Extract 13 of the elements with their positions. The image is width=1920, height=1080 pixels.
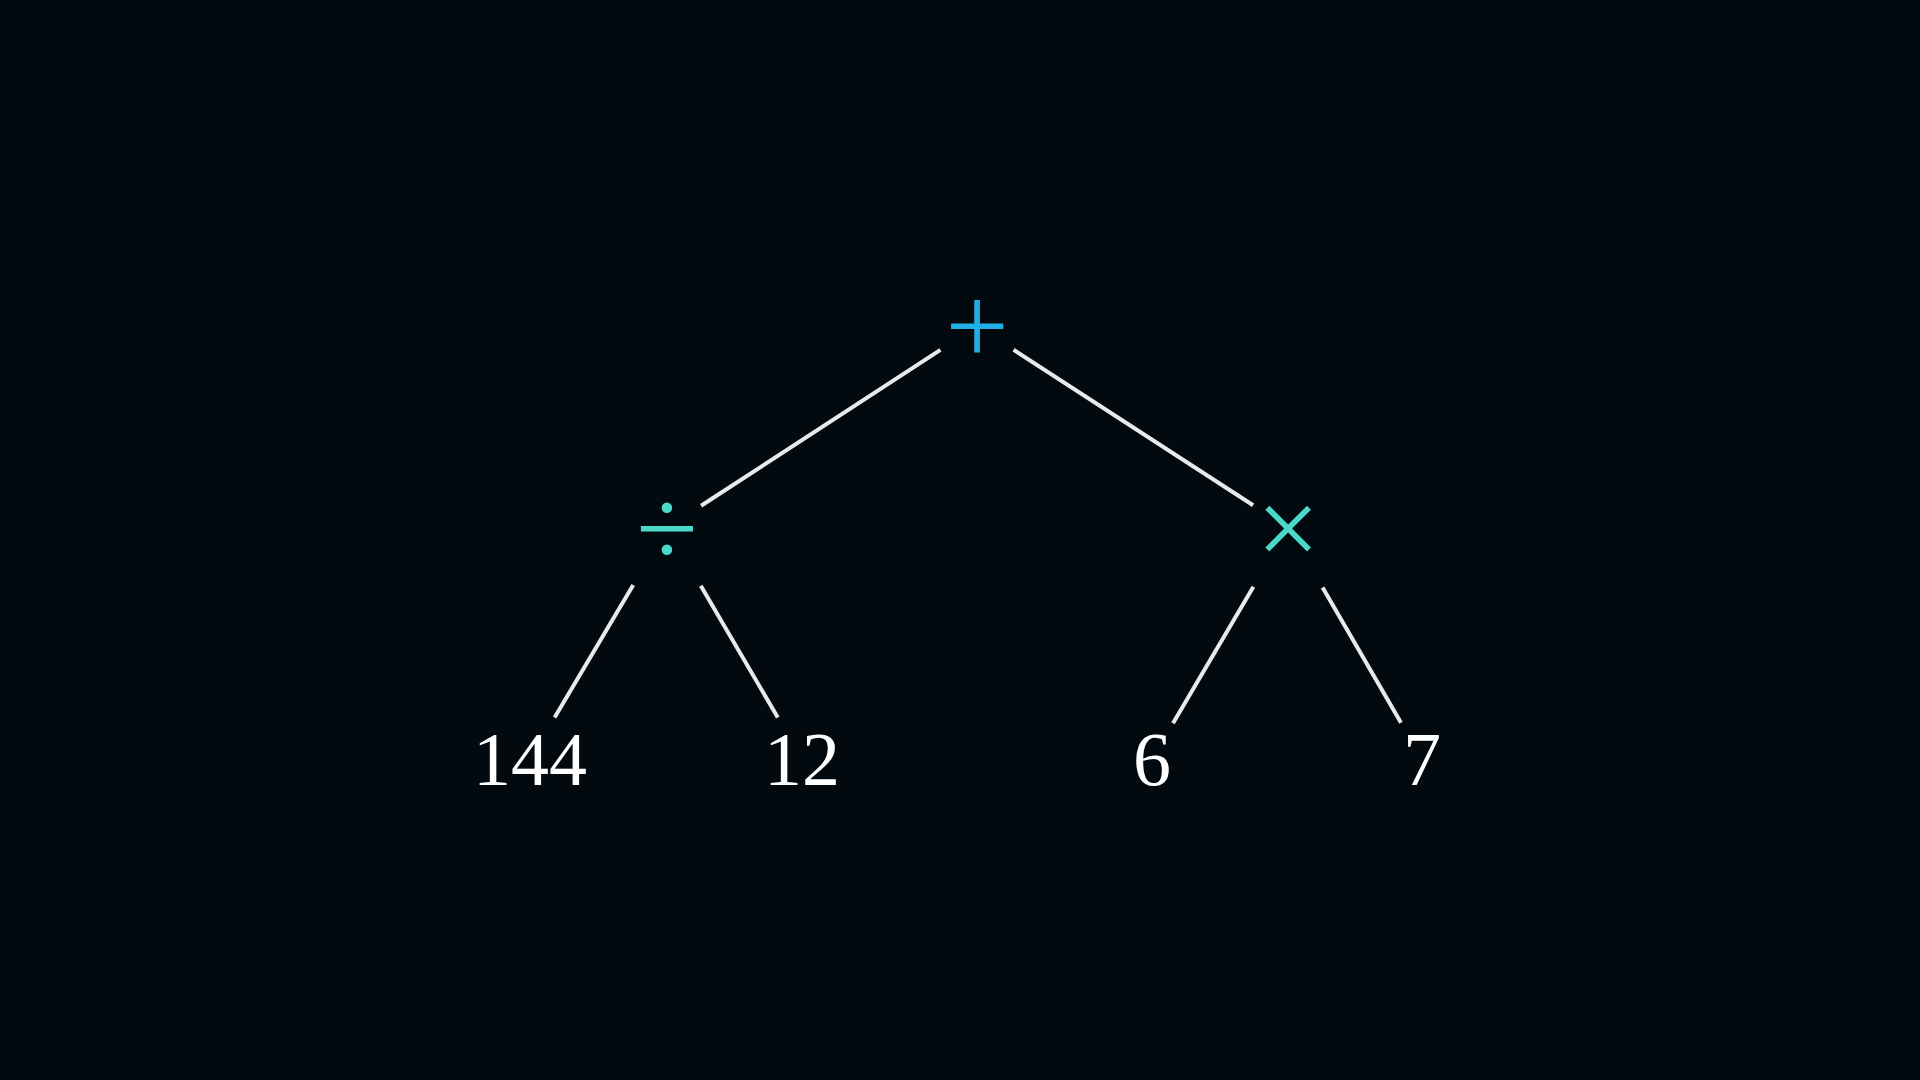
operator-symbol: ÷ xyxy=(636,472,698,584)
operator-symbol: + xyxy=(945,270,1009,382)
tree-branch-line xyxy=(1171,585,1256,725)
tree-branch-line xyxy=(1320,586,1403,724)
tree-branch-line xyxy=(1012,348,1255,507)
tree-branch-line xyxy=(552,584,635,719)
number-label: 7 xyxy=(1403,721,1441,797)
number-label: 12 xyxy=(764,721,840,797)
number-label: 6 xyxy=(1133,721,1171,797)
tree-branch-line xyxy=(700,348,942,508)
operator-symbol: × xyxy=(1256,472,1320,584)
number-label: 144 xyxy=(473,721,587,797)
tree-branch-line xyxy=(699,584,780,719)
